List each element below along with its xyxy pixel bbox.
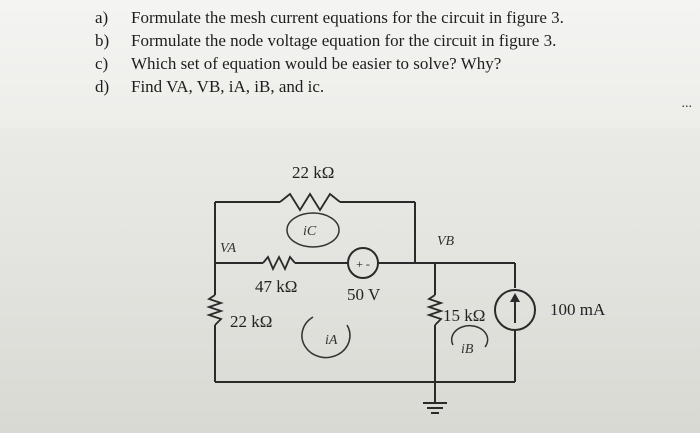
circuit-diagram: + - 22 kΩ 47 kΩ 22 kΩ 15 kΩ 50 V 100 mA … — [206, 163, 606, 414]
mesh-a-arrow — [301, 316, 351, 359]
ground-symbol — [423, 402, 447, 414]
voltage-source-polarity: + - — [356, 257, 370, 271]
r-right-label: 15 kΩ — [443, 306, 485, 325]
r-top-label: 22 kΩ — [292, 163, 334, 182]
question-band — [0, 0, 700, 128]
resistor-top — [279, 192, 341, 212]
component-labels: 22 kΩ 47 kΩ 22 kΩ 15 kΩ 50 V 100 mA — [230, 163, 606, 331]
source-v-label: 50 V — [347, 285, 381, 304]
node-b-label: VB — [437, 234, 455, 249]
question-b: b) Formulate the node voltage equation fo… — [95, 31, 556, 51]
mesh-current-arrows — [286, 212, 489, 359]
r-left-label: 22 kΩ — [230, 312, 272, 331]
question-letter: d) — [95, 77, 110, 96]
question-text: Find VA, VB, iA, iB, and ic. — [131, 77, 325, 96]
question-text: Which set of equation would be easier to… — [131, 54, 502, 73]
question-text: Formulate the node voltage equation for … — [131, 31, 557, 50]
resistor-left — [206, 294, 224, 326]
question-d: d) Find VA, VB, iA, iB, and ic. — [95, 77, 324, 97]
mesh-c-label: iC — [303, 224, 317, 239]
question-letter: a) — [95, 8, 109, 27]
mesh-b-label: iB — [461, 342, 474, 357]
node-and-mesh-labels: VA VB iC iA iB — [220, 224, 474, 357]
r-mid-label: 47 kΩ — [255, 277, 297, 296]
node-a-label: VA — [220, 241, 237, 256]
resistor-right — [426, 294, 444, 326]
resistor-symbols — [206, 192, 444, 326]
corner-mark: ... — [681, 96, 693, 111]
voltage-source-symbol: + - — [347, 247, 379, 279]
question-text: Formulate the mesh current equations for… — [131, 8, 564, 27]
question-a: a) Formulate the mesh current equations f… — [95, 8, 564, 28]
question-letter: c) — [95, 54, 109, 73]
mesh-c-arrow — [286, 212, 340, 248]
source-i-label: 100 mA — [550, 300, 606, 319]
question-letter: b) — [95, 31, 110, 50]
mesh-a-label: iA — [325, 333, 338, 348]
mesh-b-arrow — [450, 324, 489, 348]
circuit-wires — [214, 201, 516, 403]
current-source-symbol — [494, 289, 536, 331]
resistor-middle — [262, 254, 296, 272]
question-c: c) Which set of equation would be easier … — [95, 54, 501, 74]
